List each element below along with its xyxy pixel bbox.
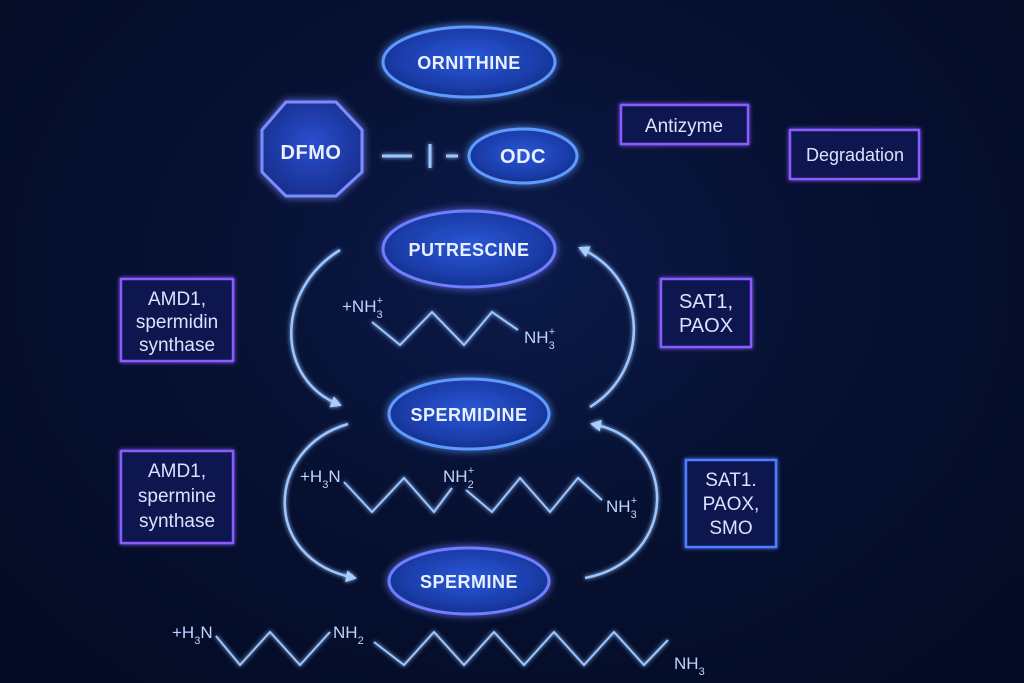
spermine-label: SPERMINE <box>420 572 518 592</box>
ornithine-node: ORNITHINE <box>381 25 557 99</box>
amd1-spermidin-line3: synthase <box>139 335 215 356</box>
spermidine-node: SPERMIDINE <box>387 377 551 451</box>
sat1-paox-box: SAT1, PAOX <box>659 277 753 349</box>
putrescine-to-spermidine-arrow <box>290 248 342 408</box>
dfmo-node: DFMO <box>260 100 364 198</box>
dfmo-label: DFMO <box>281 142 342 164</box>
putrescine-label: PUTRESCINE <box>408 240 529 260</box>
putrescine-right-group: NH3+ <box>524 326 555 352</box>
spermine-left-group: +H3N <box>172 623 213 647</box>
amd1-spermidin-synthase-box: AMD1, spermidin synthase <box>119 277 235 363</box>
spermine-middle-group: NH2 <box>333 623 364 647</box>
spermidine-middle-group: NH2+ <box>443 465 474 491</box>
spermidine-left-group: +H3N <box>300 467 341 491</box>
putrescine-left-group: +NH3+ <box>342 295 383 321</box>
spermine-node: SPERMINE <box>387 546 551 616</box>
sat1-paox-line1: SAT1, <box>679 291 733 313</box>
amd1-spermidin-line2: spermidin <box>136 312 218 333</box>
amd1-spermine-line3: synthase <box>139 511 215 532</box>
spermidine-right-group: NH3+ <box>606 495 637 521</box>
sat1-paox-smo-box: SAT1. PAOX, SMO <box>684 458 778 549</box>
odc-node: ODC <box>467 127 579 185</box>
amd1-spermine-synthase-box: AMD1, spermine synthase <box>119 449 235 545</box>
putrescine-node: PUTRESCINE <box>381 209 557 289</box>
spermine-right-group: NH3 <box>674 654 705 678</box>
dfmo-inhibition-line <box>382 144 458 168</box>
antizyme-box: Antizyme <box>619 103 750 146</box>
sat1-paox-smo-line1: SAT1. <box>705 470 756 491</box>
sat1-paox-smo-line3: SMO <box>709 518 752 539</box>
amd1-spermine-line2: spermine <box>138 486 216 507</box>
putrescine-structure: +NH3+ NH3+ <box>342 295 555 352</box>
spermidine-to-putrescine-arrow <box>578 246 635 409</box>
amd1-spermidin-line1: AMD1, <box>148 289 206 310</box>
spermidine-structure: +H3N NH2+ NH3+ <box>300 465 637 521</box>
odc-label: ODC <box>500 146 546 168</box>
sat1-paox-smo-line2: PAOX, <box>703 494 760 515</box>
spermine-to-spermidine-arrow <box>584 419 659 580</box>
spermine-structure: +H3N NH2 NH3 <box>172 623 705 678</box>
antizyme-label: Antizyme <box>645 116 723 137</box>
ornithine-label: ORNITHINE <box>417 53 521 73</box>
amd1-spermine-line1: AMD1, <box>148 461 206 482</box>
sat1-paox-line2: PAOX <box>679 315 733 337</box>
degradation-box: Degradation <box>788 128 921 181</box>
degradation-label: Degradation <box>806 145 904 165</box>
spermidine-label: SPERMIDINE <box>410 405 527 425</box>
spermidine-to-spermine-arrow <box>283 422 357 583</box>
